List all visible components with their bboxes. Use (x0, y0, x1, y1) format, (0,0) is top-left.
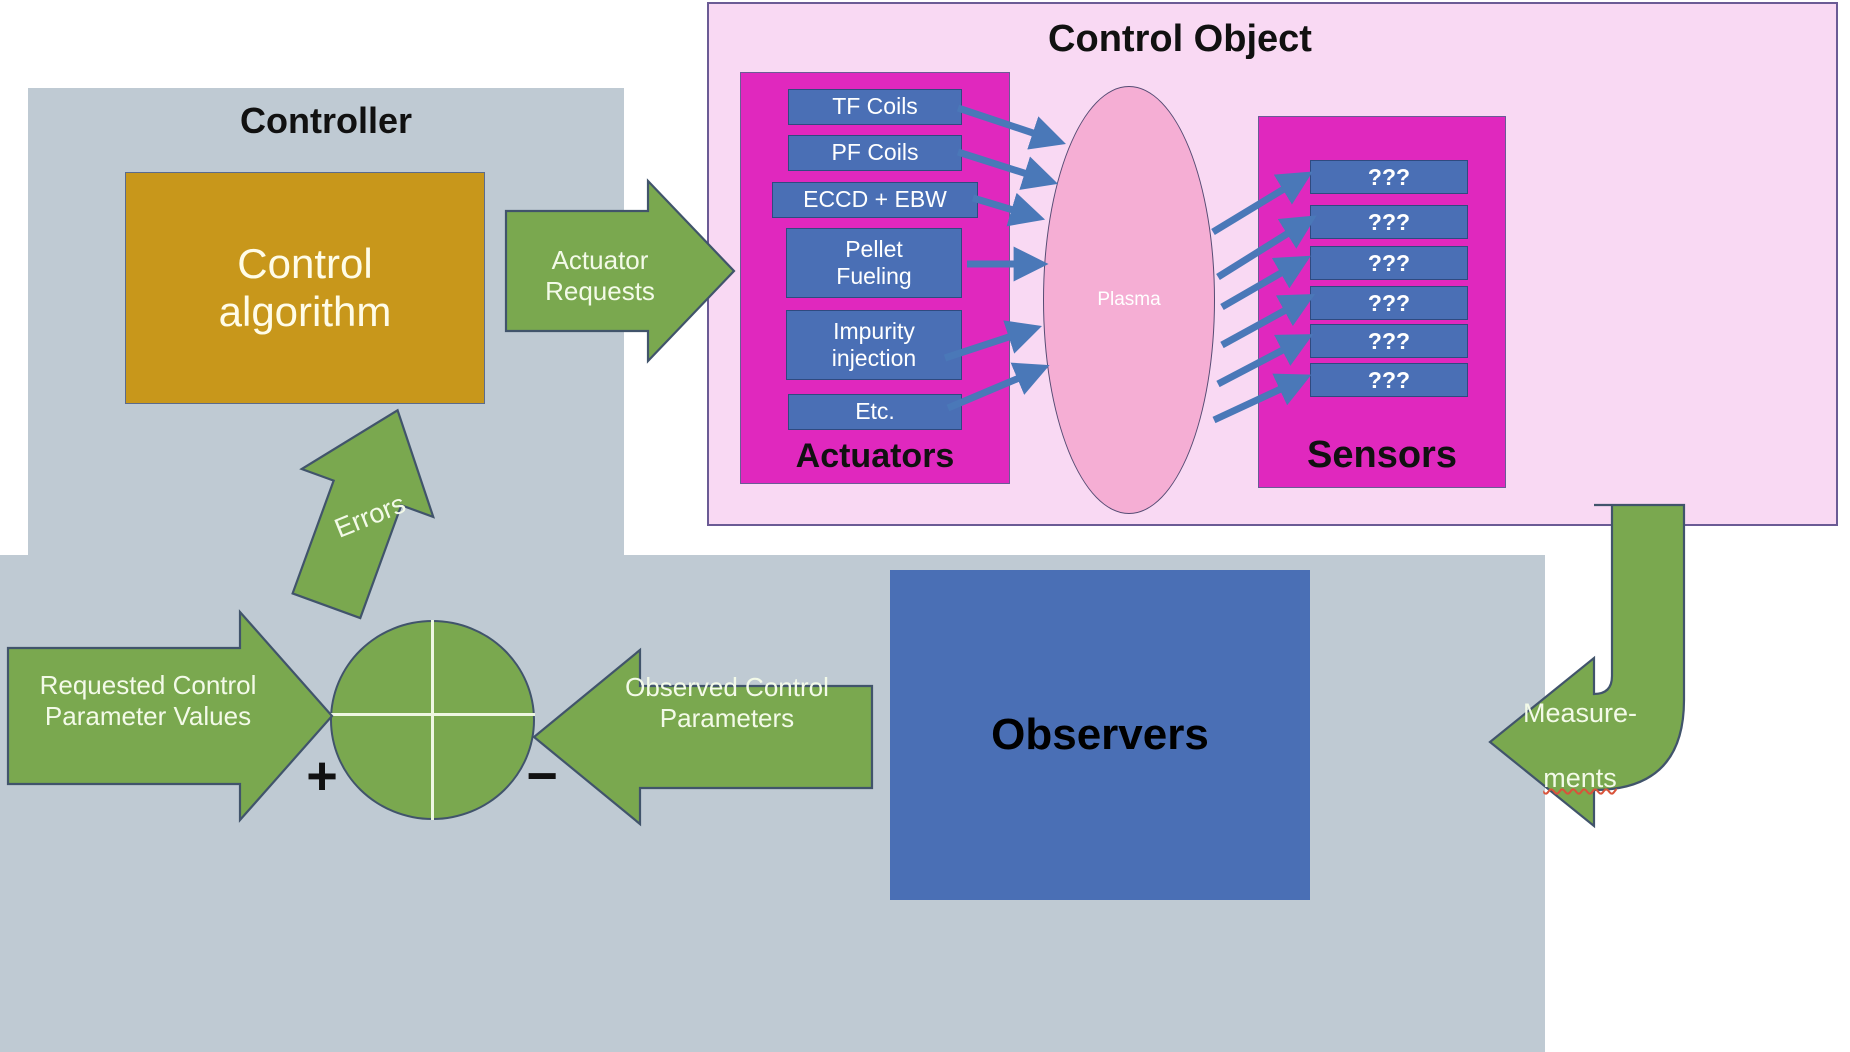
measurements-label-line2: ments (1543, 763, 1617, 794)
observed-control-label: Observed Control Parameters (625, 672, 829, 734)
sensor-box-6[interactable]: ??? (1310, 363, 1468, 397)
minus-sign: − (526, 746, 558, 806)
actuator-box-eccd-ebw[interactable]: ECCD + EBW (772, 182, 978, 218)
sensor-box-4[interactable]: ??? (1310, 286, 1468, 320)
actuator-box-pellet-fueling[interactable]: Pellet Fueling (786, 228, 962, 298)
sensor-box-3[interactable]: ??? (1310, 246, 1468, 280)
observers-box[interactable]: Observers (890, 570, 1310, 900)
plasma-ellipse: Plasma (1043, 86, 1215, 514)
controller-title: Controller (239, 100, 412, 141)
sensor-box-2[interactable]: ??? (1310, 205, 1468, 239)
sensor-box-1[interactable]: ??? (1310, 160, 1468, 194)
control-object-title: Control Object (1048, 18, 1312, 60)
plus-sign: + (306, 746, 338, 806)
actuator-box-tf-coils[interactable]: TF Coils (788, 89, 962, 125)
summing-junction-vertical-divider (431, 620, 434, 820)
actuator-box-impurity-injection[interactable]: Impurity injection (786, 310, 962, 380)
measurements-label-line1: Measure- (1522, 698, 1638, 729)
actuator-requests-label: Actuator Requests (545, 245, 655, 307)
sensor-box-5[interactable]: ??? (1310, 324, 1468, 358)
actuators-label: Actuators (795, 437, 955, 475)
summing-junction-horizontal-divider (330, 713, 535, 716)
control-algorithm-box[interactable]: Control algorithm (125, 172, 485, 404)
requested-control-label: Requested Control Parameter Values (39, 670, 257, 732)
measurements-label: Measure- ments (1500, 665, 1660, 827)
actuator-box-etc[interactable]: Etc. (788, 394, 962, 430)
actuator-box-pf-coils[interactable]: PF Coils (788, 135, 962, 171)
sensors-label: Sensors (1307, 434, 1457, 476)
